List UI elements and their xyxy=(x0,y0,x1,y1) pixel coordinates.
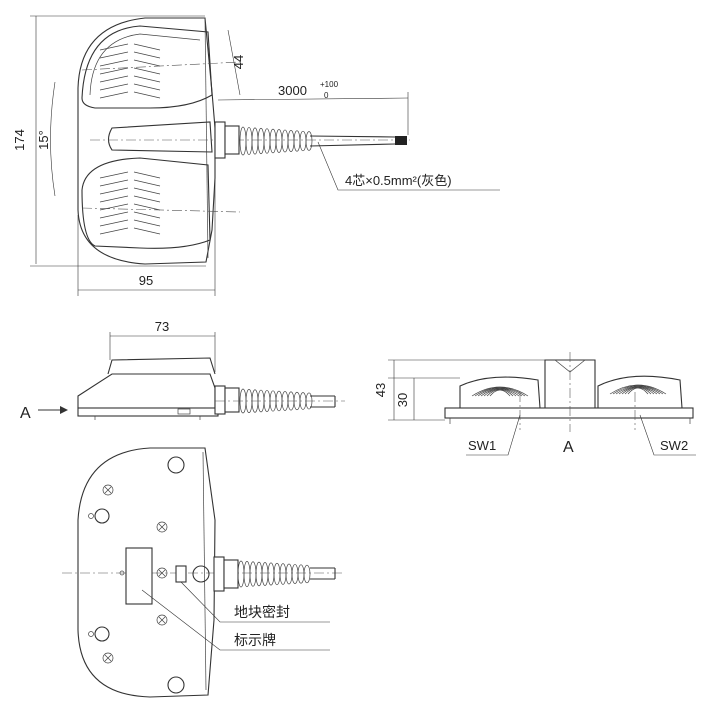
sw1-housing xyxy=(459,376,541,409)
hole-center xyxy=(192,565,210,583)
dim-15-arc xyxy=(50,81,56,197)
ground-seal xyxy=(175,565,187,583)
dim-44-line xyxy=(227,29,241,96)
nameplate-label: 标示牌 xyxy=(234,632,276,648)
cable-spec-leader xyxy=(317,141,500,191)
nameplate xyxy=(125,547,153,605)
top-view-edge xyxy=(204,17,209,259)
bottom-view: 地块密封 标示牌 xyxy=(62,447,345,698)
foot-bottom xyxy=(167,676,185,694)
nameplate-leader xyxy=(141,589,330,651)
bottom-screws xyxy=(102,484,168,664)
cable-gland xyxy=(214,121,226,159)
dim-43-label: 43 xyxy=(373,383,388,397)
front-view-base xyxy=(444,407,694,419)
top-view-outline xyxy=(77,17,216,265)
side-view-body xyxy=(77,373,216,409)
cable-bottom xyxy=(309,143,396,147)
sw2-leader xyxy=(639,414,696,456)
cable-nut xyxy=(224,125,240,155)
bottom-view-spring xyxy=(237,560,311,588)
front-view: 43 30 SW1 SW2 A xyxy=(373,352,696,456)
ground-seal-label: 地块密封 xyxy=(234,604,290,620)
middle-groove xyxy=(107,121,213,153)
dim-95-label: 95 xyxy=(139,273,153,288)
sw1-leader xyxy=(466,414,521,456)
cable-top xyxy=(309,135,396,138)
dim-44-label: 44 xyxy=(231,55,246,69)
center-line-lower xyxy=(81,207,241,213)
view-a-arrow-label: A xyxy=(20,405,31,422)
sw2-housing xyxy=(597,375,683,409)
side-view-base xyxy=(77,407,219,417)
cable-spec-label: 4芯×0.5mm²(灰色) xyxy=(345,173,452,188)
bottom-view-outline xyxy=(77,447,216,698)
cable-wire-ends xyxy=(395,136,407,145)
ground-seal-leader xyxy=(180,581,330,623)
center-line-upper xyxy=(81,61,241,71)
upper-pedal xyxy=(81,25,213,109)
dim-3000-tol-minus: 0 xyxy=(324,91,329,100)
hole-upper xyxy=(94,508,110,524)
sw1-label: SW1 xyxy=(468,438,496,453)
dim-3000-line xyxy=(217,97,409,101)
dim-15-label: 15° xyxy=(36,130,51,150)
dim-3000-tol-plus: +100 xyxy=(320,80,339,89)
cable-spring xyxy=(239,126,313,156)
view-a-mark: A xyxy=(563,439,574,456)
sw2-label: SW2 xyxy=(660,438,688,453)
dim-30-label: 30 xyxy=(395,393,410,407)
lower-pedal xyxy=(81,157,211,249)
dim-174-label: 174 xyxy=(12,129,27,151)
dim-3000-label: 3000 xyxy=(278,83,307,98)
side-view: 73 A xyxy=(20,319,345,422)
hole-lower xyxy=(94,626,110,642)
foot-top xyxy=(167,456,185,474)
dim-73-label: 73 xyxy=(155,319,169,334)
top-view: 174 15° 95 44 3000 +100 0 4芯×0.5mm²(灰色) xyxy=(12,15,500,296)
